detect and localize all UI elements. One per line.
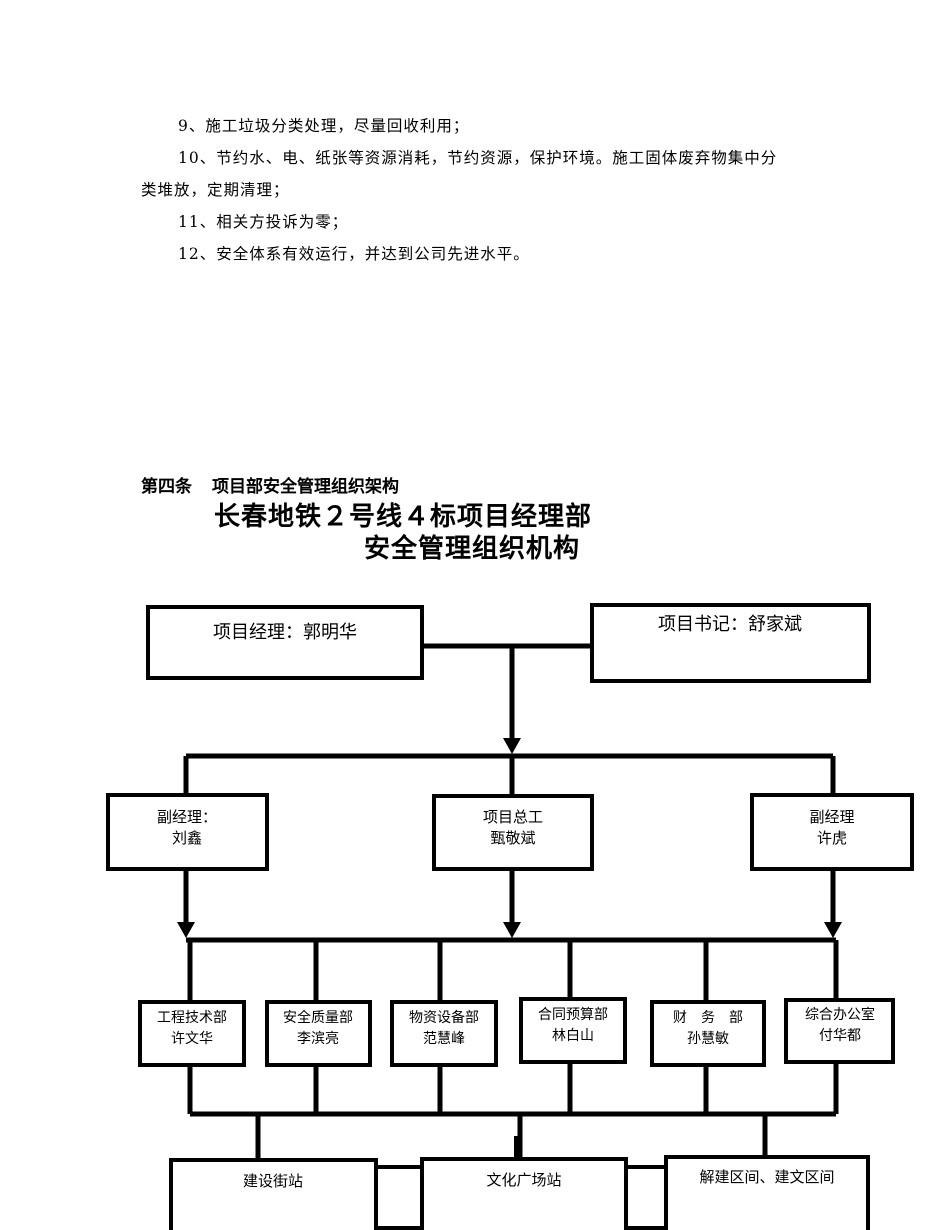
paragraph-item-12: 12、安全体系有效运行，并达到公司先进水平。 (178, 245, 530, 263)
deputy-manager-right-title: 副经理 (809, 808, 854, 826)
paragraph-item-11: 11、相关方投诉为零； (178, 213, 349, 231)
department-name: 工程技术部 (157, 1010, 227, 1026)
department-box-engineering (138, 1000, 246, 1067)
department-box-safety-quality (265, 1000, 372, 1067)
arrow-down-icon (824, 922, 842, 938)
department-head: 孙慧敏 (687, 1031, 729, 1047)
site-label: 文化广场站 (486, 1171, 561, 1189)
department-name: 综合办公室 (805, 1006, 875, 1023)
deputy-manager-left-title: 副经理： (157, 808, 217, 826)
project-manager-box (146, 605, 424, 680)
department-box-admin-office (784, 998, 895, 1064)
department-name: 财 务 部 (673, 1010, 743, 1026)
section-heading-text: 项目部安全管理组织架构 (212, 477, 399, 497)
site-label: 建设街站 (243, 1172, 303, 1190)
site-box-intervals (664, 1155, 870, 1230)
project-secretary-label: 项目书记：舒家斌 (658, 614, 802, 635)
chief-engineer-title: 项目总工 (483, 808, 543, 826)
deputy-manager-right-name: 许虎 (817, 829, 847, 847)
chart-title-line-1: 长春地铁２号线４标项目经理部 (214, 502, 593, 532)
deputy-manager-left-box (106, 793, 269, 871)
department-name: 合同预算部 (538, 1007, 608, 1023)
department-head: 付华都 (819, 1028, 861, 1044)
chart-title-line-2: 安全管理组织机构 (364, 534, 581, 564)
department-box-finance (650, 1000, 766, 1067)
department-box-contracts (519, 997, 627, 1064)
chief-engineer-name: 甄敬斌 (490, 829, 535, 847)
site-box-jianshejie (169, 1158, 378, 1230)
paragraph-item-10-continued: 类堆放，定期清理； (141, 181, 290, 199)
department-head: 范慧峰 (423, 1030, 465, 1047)
department-name: 安全质量部 (283, 1009, 353, 1026)
department-head: 李滨亮 (297, 1030, 339, 1047)
department-head: 林白山 (552, 1028, 594, 1044)
arrow-down-icon (503, 922, 521, 938)
department-name: 物资设备部 (409, 1009, 479, 1026)
department-box-materials (390, 1000, 498, 1067)
chief-engineer-box (432, 794, 594, 871)
paragraph-item-10: 10、节约水、电、纸张等资源消耗，节约资源，保护环境。施工固体废弃物集中分 (178, 149, 778, 167)
section-heading: 第四条项目部安全管理组织架构 (141, 472, 399, 497)
arrow-down-icon (503, 738, 521, 754)
deputy-manager-left-name: 刘鑫 (172, 829, 202, 847)
deputy-manager-right-box (750, 793, 914, 871)
department-head: 许文华 (171, 1031, 213, 1047)
site-label: 解建区间、建文区间 (699, 1168, 834, 1186)
site-box-wenhua-guangchang (420, 1157, 628, 1230)
section-number: 第四条 (141, 477, 192, 497)
paragraph-item-9: 9、施工垃圾分类处理，尽量回收利用； (178, 117, 470, 135)
project-manager-label: 项目经理：郭明华 (213, 622, 357, 643)
arrow-down-icon (177, 922, 195, 938)
project-secretary-box (590, 603, 871, 683)
